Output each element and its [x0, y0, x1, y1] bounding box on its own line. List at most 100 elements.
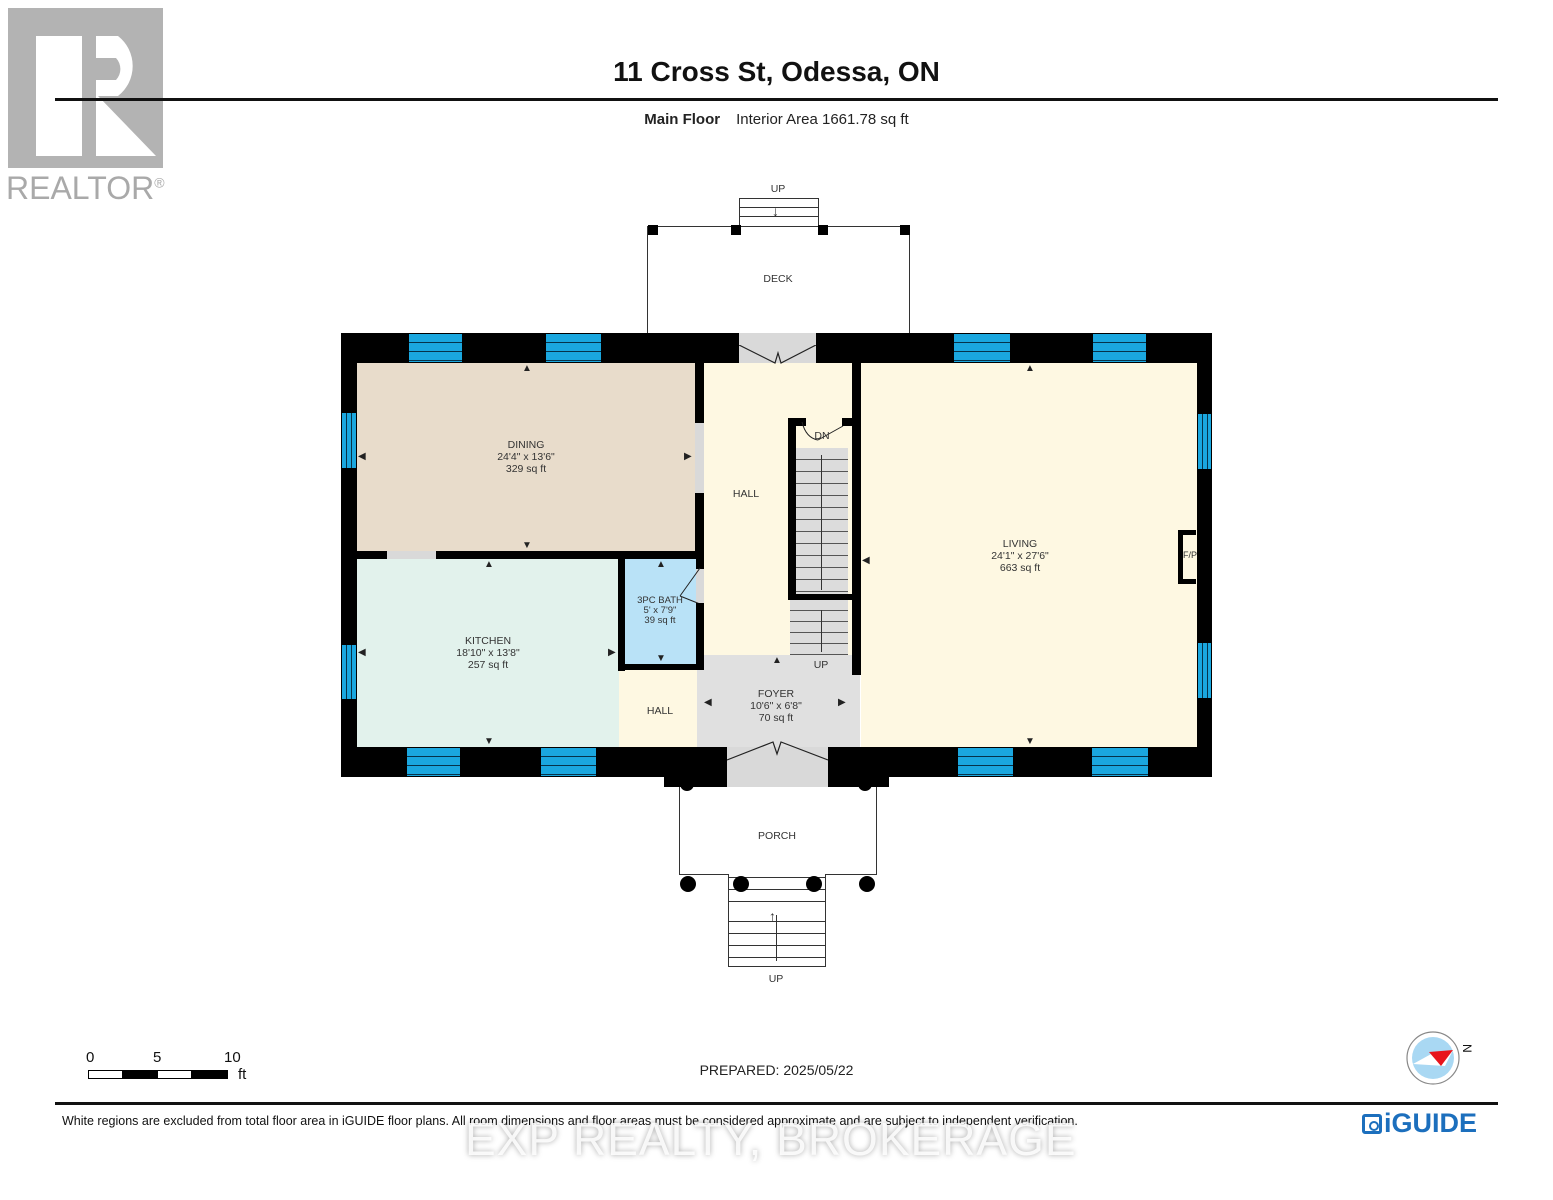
floor-subtitle: Main Floor Interior Area 1661.78 sq ft [0, 111, 1553, 128]
porch-stairs-label: UP [768, 973, 784, 985]
stair-divider [788, 594, 852, 600]
window [958, 748, 1013, 776]
room-foyer [697, 655, 860, 755]
window [342, 413, 356, 468]
page-title: 11 Cross St, Odessa, ON [613, 56, 940, 87]
rear-double-door-icon [739, 345, 816, 364]
room-kitchen [357, 559, 619, 747]
hall-small-label: HALL [646, 705, 674, 717]
deck-stairs-arrow-icon: ↓ [772, 203, 779, 219]
window [541, 748, 596, 776]
dimension-arrow-icon: ▼ [1025, 736, 1035, 747]
dimension-arrow-icon: ◀ [358, 647, 366, 658]
window [546, 334, 601, 362]
dining-hall-opening [695, 423, 704, 493]
rear-door-opening [739, 333, 816, 363]
fireplace [1178, 530, 1196, 584]
dimension-arrow-icon: ▲ [656, 559, 666, 570]
wall-bath-hall [696, 559, 704, 569]
stair-wall-top [788, 418, 806, 426]
scale-tick-10: 10 [224, 1049, 241, 1066]
dimension-arrow-icon: ▶ [608, 647, 616, 658]
deck-stair-tread [739, 216, 819, 217]
upper-stairs [790, 600, 848, 655]
stair-wall-left [788, 418, 796, 600]
wall-dining-kitchen-right [436, 551, 704, 559]
deck-stairs [739, 198, 819, 227]
porch [679, 787, 877, 875]
realtor-logo [8, 8, 163, 168]
scale-tick-0: 0 [86, 1049, 95, 1066]
upper-stairs-label: UP [813, 659, 829, 671]
dimension-arrow-icon: ▼ [484, 736, 494, 747]
dimension-arrow-icon: ▶ [838, 697, 846, 708]
stair-wall-top-right [842, 418, 852, 426]
porch-label: PORCH [758, 830, 796, 842]
basement-stairs [796, 448, 848, 594]
window [342, 645, 356, 699]
wall-hall-living [852, 363, 861, 675]
wall-dining-kitchen [357, 551, 387, 559]
svg-text:N: N [1460, 1044, 1474, 1053]
disclaimer: White regions are excluded from total fl… [62, 1114, 1078, 1128]
realtor-r-icon [36, 36, 156, 156]
window [1198, 414, 1211, 469]
room-living [861, 363, 1197, 747]
wall-kitchen-bath [618, 559, 625, 671]
porch-column [733, 876, 749, 892]
floor-name: Main Floor [644, 111, 721, 128]
dimension-arrow-icon: ▼ [656, 653, 666, 664]
header-divider [55, 98, 1498, 101]
deck-post [648, 225, 658, 235]
brokerage-watermark: EXP REALTY, BROKERAGE [465, 1113, 1077, 1165]
wall-dining-hall-lower [695, 493, 704, 559]
hall-main-label: HALL [732, 488, 760, 500]
window [1092, 748, 1148, 776]
deck-label: DECK [763, 273, 793, 285]
iguide-camera-icon [1362, 1114, 1382, 1134]
porch-stairs-arrow-icon [776, 915, 777, 961]
deck-post [900, 225, 910, 235]
dimension-arrow-icon: ▲ [484, 559, 494, 570]
prepared-date: PREPARED: 2025/05/22 [699, 1062, 854, 1078]
porch-column [858, 777, 872, 791]
dimension-arrow-icon: ◀ [358, 451, 366, 462]
porch-stairs-arrow-head-icon: ↑ [769, 908, 776, 924]
deck-stair-tread [739, 207, 819, 208]
scale-unit: ft [238, 1066, 247, 1083]
footer-divider [55, 1102, 1498, 1105]
scale-bar-graphic [88, 1070, 228, 1079]
upper-stairs-arrow-icon [821, 610, 822, 652]
interior-area: Interior Area 1661.78 sq ft [736, 111, 909, 128]
stair-door-swing-icon [801, 421, 844, 441]
fireplace-label: F/P [1182, 550, 1198, 560]
dimension-arrow-icon: ▲ [1025, 363, 1035, 374]
dimension-arrow-icon: ◀ [704, 697, 712, 708]
room-hall-small [619, 670, 697, 747]
window [409, 334, 462, 362]
deck-post [731, 225, 741, 235]
window [954, 334, 1010, 362]
window [1198, 643, 1211, 698]
dimension-arrow-icon: ▼ [522, 540, 532, 551]
scale-tick-5: 5 [153, 1049, 162, 1066]
dimension-arrow-icon: ▲ [772, 655, 782, 666]
wall-bath-bottom [618, 664, 704, 670]
front-door-jamb-left [664, 777, 727, 787]
wall-dining-hall [695, 363, 704, 423]
compass-icon: N [1405, 1030, 1480, 1093]
basement-stairs-arrow-icon [821, 455, 822, 590]
front-double-door-icon [727, 741, 828, 761]
bath-door-opening [696, 569, 704, 603]
dimension-arrow-icon: ▲ [522, 363, 532, 374]
deck-post [818, 225, 828, 235]
dimension-arrow-icon: ◀ [862, 555, 870, 566]
basement-stairs-label: DN [814, 430, 830, 442]
iguide-logo: iGUIDE [1362, 1108, 1477, 1139]
